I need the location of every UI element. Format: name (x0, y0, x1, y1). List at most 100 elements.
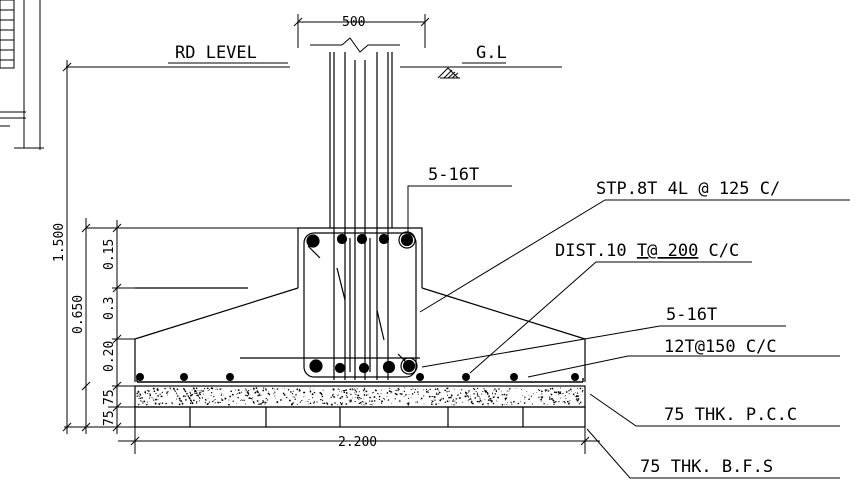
pcc-grain (476, 400, 479, 403)
pcc-grain (185, 395, 187, 397)
pcc-grain (157, 398, 159, 400)
pcc-grain (137, 403, 140, 406)
pcc-grain (492, 396, 495, 399)
pcc-grain (207, 389, 209, 392)
pcc-grain (407, 404, 409, 406)
pcc-grain (209, 389, 211, 391)
pcc-grain (496, 400, 498, 402)
pcc-grain (468, 390, 470, 392)
pcc-grain (240, 400, 242, 402)
pcc-grain (526, 391, 528, 393)
pcc-grain (383, 398, 386, 400)
pcc-grain (363, 387, 365, 389)
pcc-grain (164, 387, 166, 390)
pcc-grain (176, 398, 178, 400)
pcc-grain (566, 400, 569, 403)
pcc-grain (195, 390, 197, 392)
pcc-grain (160, 395, 162, 398)
pcc-grain (476, 392, 478, 394)
pcc-grain (232, 400, 234, 402)
pedestal (297, 227, 423, 288)
pcc-grain (343, 389, 346, 392)
pcc-grain (245, 403, 246, 405)
pcc-grain (339, 397, 342, 400)
pcc-grain (358, 391, 361, 393)
pcc-grain (365, 390, 368, 393)
pcc-grain (540, 398, 542, 401)
pcc-grain (176, 388, 179, 391)
pcc-grain (487, 402, 489, 405)
pcc-grain (173, 388, 175, 390)
pcc-grain (364, 391, 365, 393)
pcc-label: 75 THK. P.C.C (664, 405, 797, 425)
pcc-grain (483, 388, 485, 390)
pcc-grain (490, 400, 493, 403)
pcc-grain (477, 395, 479, 397)
pcc-grain (489, 397, 491, 399)
pcc-grain (192, 402, 194, 405)
pcc-grain (266, 399, 269, 401)
pcc-grain (355, 397, 357, 398)
pcc-grain (210, 394, 212, 396)
pcc-grain (536, 392, 538, 393)
pcc-grain (255, 387, 258, 389)
pcc-grain (333, 396, 336, 398)
pcc-grain (507, 401, 508, 403)
pcc-grain (578, 398, 580, 400)
pcc-grain (284, 388, 285, 389)
pcc-grain (546, 403, 548, 405)
pcc-grain (442, 397, 445, 400)
pcc-grain (338, 389, 340, 390)
pcc-grain (360, 398, 362, 399)
column-width-dimension (293, 14, 430, 48)
pcc-grain (387, 399, 390, 401)
pcc-grain (455, 402, 457, 404)
pcc-grain (193, 388, 195, 390)
pcc-grain (248, 394, 250, 396)
pcc-grain (204, 398, 206, 400)
pcc-grain (451, 404, 453, 405)
pcc-grain (220, 398, 223, 400)
pcc-grain (403, 390, 405, 392)
pcc-grain (251, 398, 252, 399)
pcc-grain (228, 399, 230, 401)
pcc-grain (280, 399, 282, 401)
pcc-grain (268, 392, 270, 395)
pcc-grain (268, 394, 271, 396)
bfs-label: 75 THK. B.F.S (640, 457, 773, 477)
pcc-grain (143, 400, 146, 403)
pcc-grain (553, 391, 556, 394)
bottom-bars (309, 357, 418, 375)
pcc-grain (481, 400, 483, 402)
pcc-grain (537, 389, 540, 391)
pcc-grain (191, 389, 193, 391)
pcc-grain (208, 401, 211, 403)
pcc-grain (256, 400, 259, 402)
pcc-grain (495, 390, 498, 393)
pcc-grain (184, 390, 187, 393)
pcc-grain (541, 393, 543, 395)
pcc-grain (301, 399, 303, 402)
pcc-grain (180, 400, 183, 403)
pcc-grain (436, 392, 438, 394)
pcc-grain (355, 394, 357, 396)
pcc-speckle (136, 387, 584, 406)
pcc-grain (482, 390, 484, 392)
pcc-grain (438, 391, 441, 394)
pcc-grain (241, 391, 243, 393)
pcc-grain (390, 403, 392, 404)
pcc-grain (176, 396, 178, 398)
pcc-grain (504, 404, 506, 406)
pcc-grain (492, 402, 495, 405)
distribution-label: DIST.10 T@ 200 C/C (555, 241, 739, 261)
pcc-grain (337, 387, 339, 389)
pcc-grain (575, 398, 578, 400)
footing-width-dimension (118, 427, 600, 454)
pcc-grain (181, 402, 184, 405)
pcc-grain (373, 403, 375, 405)
pcc-grain (258, 393, 260, 396)
pcc-grain (322, 399, 324, 401)
top-bars (306, 231, 416, 249)
pcc-grain (555, 391, 558, 394)
pcc-grain (265, 388, 267, 391)
